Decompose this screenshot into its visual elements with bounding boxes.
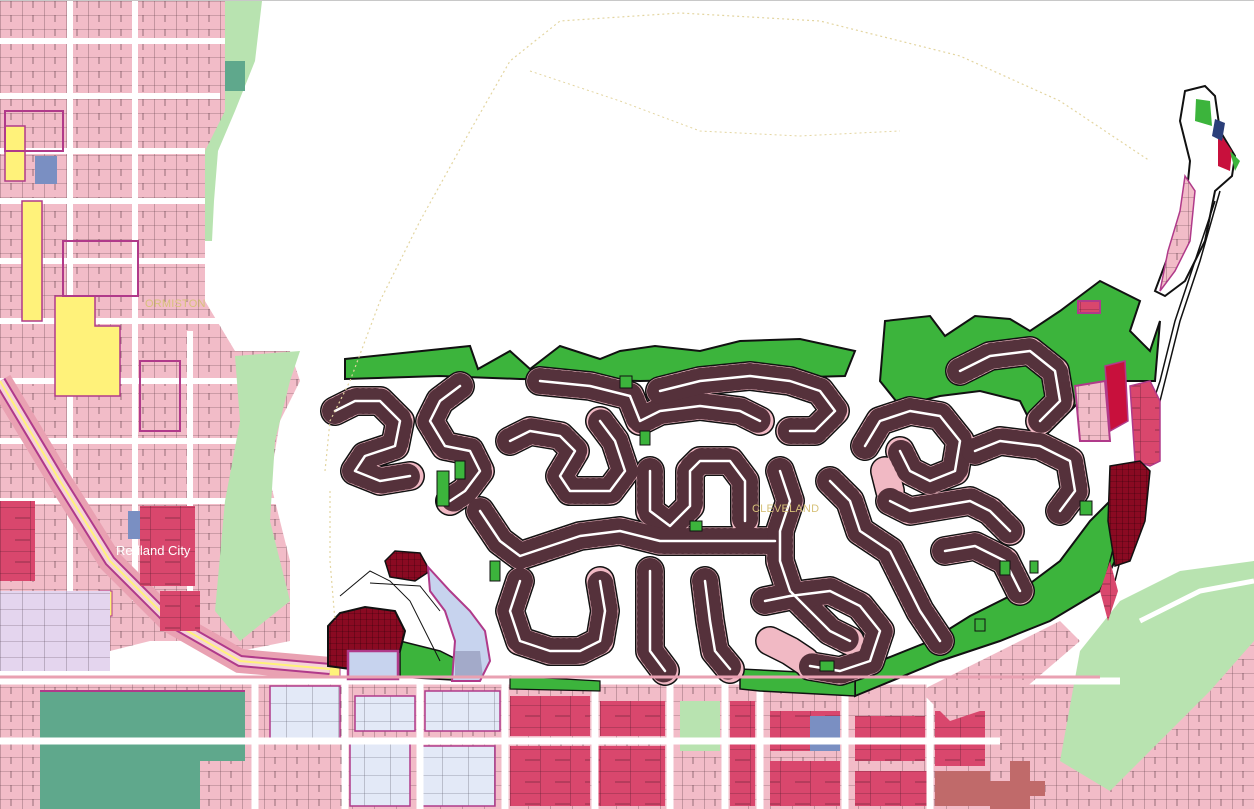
redland-city-centre-zone[interactable] xyxy=(0,501,200,801)
marina-centre-zone[interactable] xyxy=(327,550,492,682)
cleveland-point-strip[interactable] xyxy=(1073,84,1240,621)
canal-residential-lots[interactable] xyxy=(320,336,1090,686)
suburb-boundary-line xyxy=(529,70,901,137)
green-utility-zone[interactable] xyxy=(225,61,245,91)
residential-highlight-blocks xyxy=(4,110,181,432)
railway-corridor[interactable] xyxy=(0,374,332,681)
suburb-boundary-line xyxy=(329,491,336,622)
suburb-boundary-line xyxy=(324,12,1151,472)
redland-city-label: Redland City xyxy=(116,543,191,558)
canal-pocket-parks[interactable] xyxy=(436,375,1093,672)
utility-zone[interactable] xyxy=(35,156,57,184)
